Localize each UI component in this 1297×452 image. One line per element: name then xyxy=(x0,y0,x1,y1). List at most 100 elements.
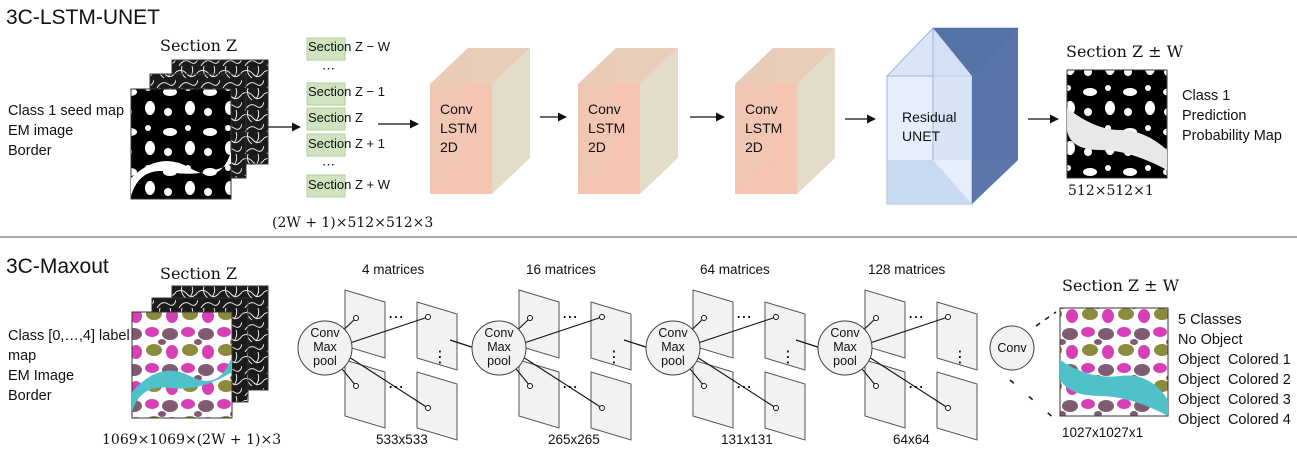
feature-map-panel xyxy=(416,371,458,441)
connector-final-bottom xyxy=(1009,379,1057,421)
class-item: Object Colored 3 xyxy=(1178,392,1291,408)
feature-map-panel xyxy=(344,359,386,429)
connector-dot xyxy=(873,315,879,321)
connector-dot xyxy=(773,314,779,320)
final-conv-node xyxy=(989,325,1035,371)
slice-tile xyxy=(306,107,346,131)
top-section-label: Section Z xyxy=(160,36,238,55)
connector-final-top xyxy=(1035,311,1057,327)
vertical-ellipsis-mark: ⋮ xyxy=(952,347,968,366)
top-output-map xyxy=(1066,69,1168,179)
lstm-cube-3 xyxy=(735,48,835,194)
slices-dims: (2W + 1)×512×512×3 xyxy=(272,215,434,231)
bottom-input-stack xyxy=(131,285,269,419)
connector-dot xyxy=(945,405,951,411)
lstm-cube-1 xyxy=(430,48,530,194)
vertical-ellipsis-mark: ⋮ xyxy=(780,347,796,366)
class-item: Object Colored 2 xyxy=(1178,372,1291,388)
slice-label-z: Section Z xyxy=(308,110,363,125)
connector-dot xyxy=(873,383,879,389)
slice-tile xyxy=(306,174,346,198)
bottom-section-label: Section Z xyxy=(160,264,238,283)
conv-maxpool-node xyxy=(645,320,701,376)
class-list-title: 5 Classes xyxy=(1178,312,1242,328)
bottom-output-map xyxy=(1059,307,1169,417)
class-item: No Object xyxy=(1178,332,1243,348)
feature-map-panel xyxy=(764,371,806,441)
feature-map-panel xyxy=(590,371,632,441)
conv-maxpool-node xyxy=(817,320,873,376)
ellipsis-mark: ⋯ xyxy=(562,307,578,326)
connector-dot xyxy=(353,383,359,389)
bottom-output-section: Section Z ± W xyxy=(1062,276,1180,295)
ellipsis-mark: ⋯ xyxy=(388,307,404,326)
top-input-labels: Class 1 seed map EM image Border xyxy=(8,101,124,161)
feature-map-panel xyxy=(518,359,560,429)
stage-4-size: 64x64 xyxy=(893,432,930,447)
stage-3-size: 131x131 xyxy=(721,432,773,447)
final-conv-label: Conv xyxy=(997,341,1027,355)
bottom-input-dims: 1069×1069×(2W + 1)×3 xyxy=(102,432,282,448)
connector-dot xyxy=(527,383,533,389)
connector-dot xyxy=(599,405,605,411)
connector-dot xyxy=(945,314,951,320)
feature-map-panel xyxy=(936,371,978,441)
input-label-border: Border xyxy=(8,143,52,159)
top-output-section: Section Z ± W xyxy=(1066,42,1184,61)
connector-dot xyxy=(425,314,431,320)
ellipsis-mark: ⋯ xyxy=(388,377,404,396)
slice-tile xyxy=(306,82,346,106)
connector-dot xyxy=(425,405,431,411)
maxout-stages: ⋯⋯⋮⋯⋯⋮⋯⋯⋮⋯⋯⋮ xyxy=(297,289,978,441)
stage-1-matrices: 4 matrices xyxy=(362,262,425,277)
input-label-em: EM image xyxy=(8,123,74,139)
stage-1-size: 533x533 xyxy=(376,432,428,447)
slice-tile xyxy=(306,133,346,157)
connector-dot xyxy=(599,314,605,320)
slice-ellipsis-2: ⋯ xyxy=(322,157,335,172)
feature-map-panel xyxy=(864,359,906,429)
class-list: 5 Classes No Object Object Colored 1 Obj… xyxy=(1178,310,1291,430)
slice-tile xyxy=(306,37,346,61)
ellipsis-mark: ⋯ xyxy=(562,377,578,396)
stage-2-size: 265x265 xyxy=(548,432,600,447)
top-output-dims: 512×512×1 xyxy=(1068,183,1154,199)
connector-dot xyxy=(773,405,779,411)
vertical-ellipsis-mark: ⋮ xyxy=(606,347,622,366)
ellipsis-mark: ⋯ xyxy=(908,307,924,326)
slice-label-plus-w: Section Z + W xyxy=(308,177,390,192)
connector-dot xyxy=(701,315,707,321)
conv-maxpool-node xyxy=(297,320,353,376)
ellipsis-mark: ⋯ xyxy=(736,377,752,396)
seed-map-streak xyxy=(131,152,231,196)
slice-label-minus-w: Section Z − W xyxy=(308,39,390,54)
lstm-cube-2 xyxy=(578,48,678,194)
stage-4-matrices: 128 matrices xyxy=(868,262,946,277)
slice-label-plus-1: Section Z + 1 xyxy=(308,136,385,151)
stage-3-matrices: 64 matrices xyxy=(700,262,770,277)
class-item: Object Colored 4 xyxy=(1178,412,1291,428)
top-title: 3C-LSTM-UNET xyxy=(6,6,161,29)
bottom-title: 3C-Maxout xyxy=(6,255,109,278)
top-input-stack xyxy=(130,59,269,200)
connector-dot xyxy=(701,383,707,389)
connector-dot xyxy=(353,315,359,321)
feature-map-panel xyxy=(692,359,734,429)
conv-maxpool-node xyxy=(471,320,527,376)
ellipsis-mark: ⋯ xyxy=(736,307,752,326)
slice-tiles xyxy=(306,37,346,198)
connector-dot xyxy=(527,315,533,321)
class-item: Object Colored 1 xyxy=(1178,352,1291,368)
slice-label-minus-1: Section Z − 1 xyxy=(308,84,385,99)
ellipsis-mark: ⋯ xyxy=(908,377,924,396)
seed-map-front xyxy=(130,88,232,200)
